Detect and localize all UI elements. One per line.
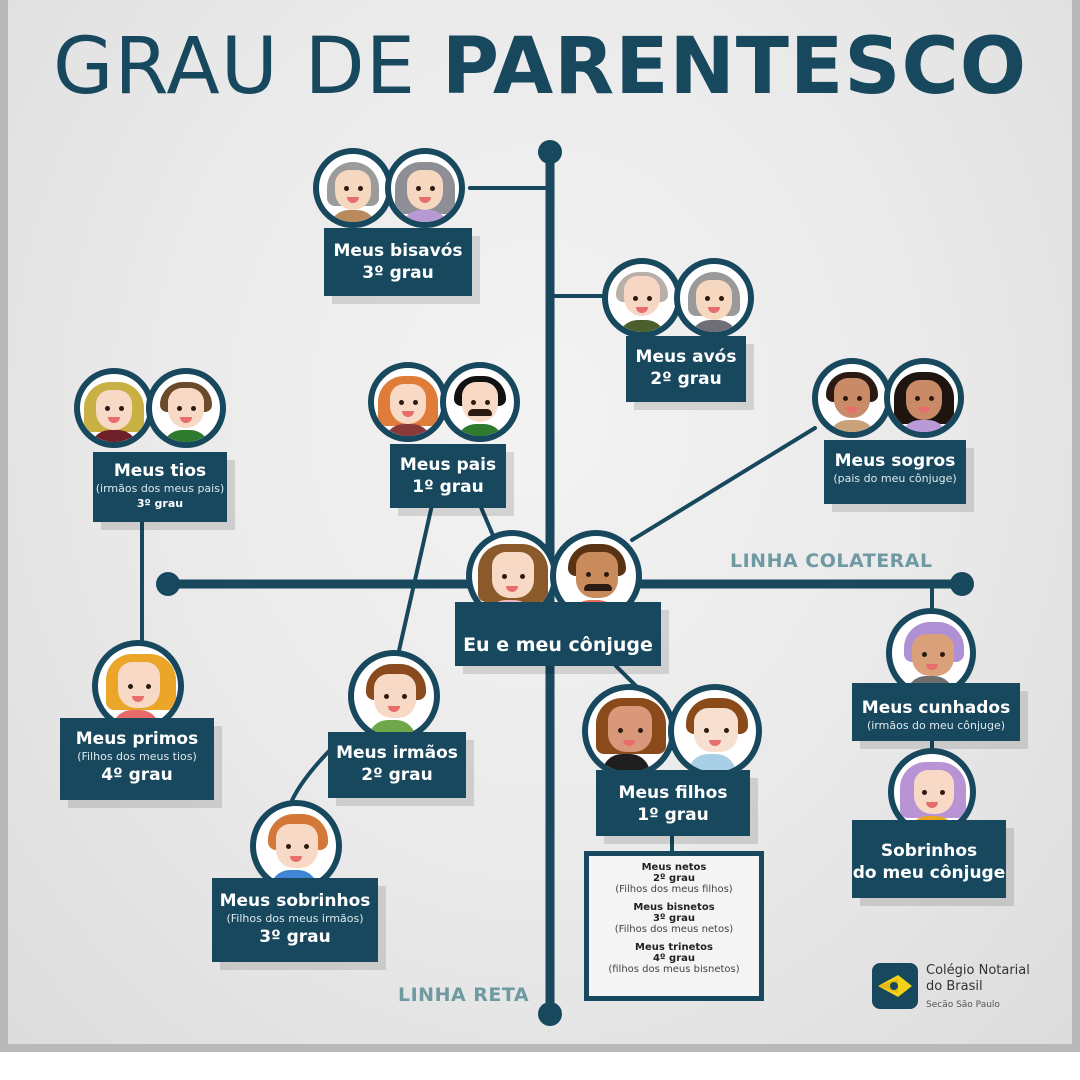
father-avatar-icon (440, 362, 520, 442)
sogros-avatars (812, 358, 964, 438)
eu-conjuge-label: Eu e meu cônjuge (455, 602, 661, 666)
sogros-label: Meus sogros (pais do meu cônjuge) (824, 440, 966, 504)
descendant-netos: Meus netos 2º grau (Filhos dos meus filh… (615, 862, 733, 895)
bisavos-label: Meus bisavós 3º grau (324, 228, 472, 296)
sibling-avatar-icon (348, 650, 440, 742)
page-title: GRAU DE PARENTESCO (52, 22, 1028, 112)
irmaos-label: Meus irmãos 2º grau (328, 732, 466, 798)
daughter-avatar-icon (582, 684, 676, 778)
uncle-avatar-icon (146, 368, 226, 448)
sobrinhos-conjuge-label: Sobrinhos do meu cônjuge (852, 820, 1006, 898)
great-grandmother-avatar-icon (385, 148, 465, 228)
tios-avatars (74, 368, 226, 448)
avos-avatars (602, 258, 754, 338)
cousin-avatar-icon (92, 640, 184, 732)
pen-nib-logo-icon (872, 963, 918, 1009)
sobrinhos-label: Meus sobrinhos (Filhos dos meus irmãos) … (212, 878, 378, 962)
pais-label: Meus pais 1º grau (390, 444, 506, 508)
irmaos-avatars (348, 650, 440, 742)
tios-label: Meus tios (irmãos dos meus pais) 3º grau (93, 452, 227, 522)
grandmother-avatar-icon (674, 258, 754, 338)
son-avatar-icon (668, 684, 762, 778)
descendant-trinetos: Meus trinetos 4º grau (filhos dos meus b… (608, 942, 740, 975)
pais-avatars (368, 362, 520, 442)
filhos-avatars (582, 684, 762, 778)
primos-avatars (92, 640, 184, 732)
bisavos-avatars (313, 148, 465, 228)
cunhados-label: Meus cunhados (irmãos do meu cônjuge) (852, 683, 1020, 741)
descendant-bisnetos: Meus bisnetos 3º grau (Filhos dos meus n… (614, 902, 734, 935)
mother-avatar-icon (368, 362, 448, 442)
father-in-law-avatar-icon (812, 358, 892, 438)
mother-in-law-avatar-icon (884, 358, 964, 438)
grandfather-avatar-icon (602, 258, 682, 338)
primos-label: Meus primos (Filhos dos meus tios) 4º gr… (60, 718, 214, 800)
colegio-notarial-logo: Colégio Notarial do Brasil Secão São Pau… (872, 963, 1042, 1015)
avos-label: Meus avós 2º grau (626, 336, 746, 402)
descendants-box: Meus netos 2º grau (Filhos dos meus filh… (584, 851, 764, 1001)
great-grandfather-avatar-icon (313, 148, 393, 228)
filhos-label: Meus filhos 1º grau (596, 770, 750, 836)
linha-colateral-label: LINHA COLATERAL (730, 550, 933, 572)
spouse-avatar-icon (550, 530, 642, 622)
linha-reta-label: LINHA RETA (398, 984, 530, 1006)
aunt-avatar-icon (74, 368, 154, 448)
